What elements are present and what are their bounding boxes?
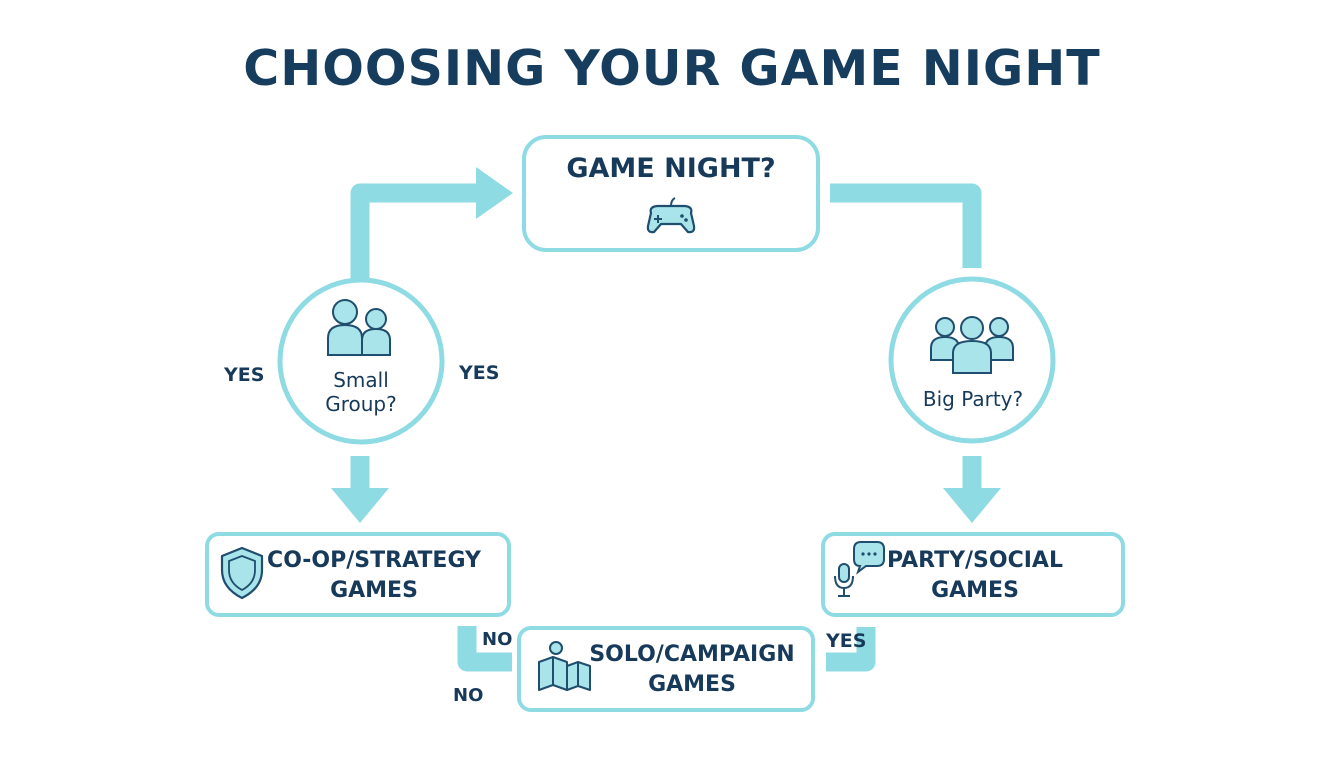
reader-map-icon: [538, 641, 591, 691]
connector-party-to-solo: [826, 627, 876, 672]
shield-icon: [220, 546, 264, 600]
big-party-label: Big Party?: [922, 387, 1024, 411]
coop-label: CO-OP/STRATEGY GAMES: [266, 546, 482, 605]
connector-small-group-to-start: [350, 183, 480, 282]
edge-label-coop-no: NO: [482, 629, 513, 650]
start-node-label: GAME NIGHT?: [566, 153, 776, 184]
coop-node: [205, 532, 511, 617]
small-group-node: [277, 277, 445, 445]
small-group-line-1: Small: [333, 368, 389, 392]
solo-line-2: GAMES: [648, 671, 736, 697]
coop-line-1: CO-OP/STRATEGY: [267, 548, 481, 573]
page-title: CHOOSING YOUR GAME NIGHT: [243, 40, 1101, 97]
edge-label-small-right-yes: YES: [459, 362, 500, 384]
connector-start-to-big-party: [830, 183, 982, 268]
start-node: [522, 135, 820, 252]
party-line-2: GAMES: [931, 577, 1019, 603]
arrowhead-to-party: [943, 488, 1001, 523]
party-node: [821, 532, 1125, 617]
gamepad-icon: [646, 197, 696, 234]
solo-label: SOLO/CAMPAIGN GAMES: [588, 640, 796, 699]
small-group-label: Small Group?: [296, 368, 426, 416]
coop-line-2: GAMES: [330, 577, 418, 603]
edge-label-party-yes: YES: [826, 630, 867, 652]
two-people-icon: [327, 299, 391, 356]
party-label: PARTY/SOCIAL GAMES: [882, 546, 1068, 605]
party-line-1: PARTY/SOCIAL: [887, 548, 1063, 573]
connector-coop-to-solo: [457, 626, 512, 672]
chat-microphone-icon: [834, 541, 885, 597]
arrowhead-to-coop: [331, 488, 389, 523]
arrowhead-to-start: [476, 167, 513, 219]
group-icon: [930, 316, 1014, 374]
solo-line-1: SOLO/CAMPAIGN: [589, 642, 795, 667]
edge-label-bottom-no: NO: [453, 685, 484, 706]
solo-node: [517, 626, 815, 712]
edge-label-small-left-yes: YES: [224, 364, 265, 386]
small-group-line-2: Group?: [325, 392, 397, 416]
